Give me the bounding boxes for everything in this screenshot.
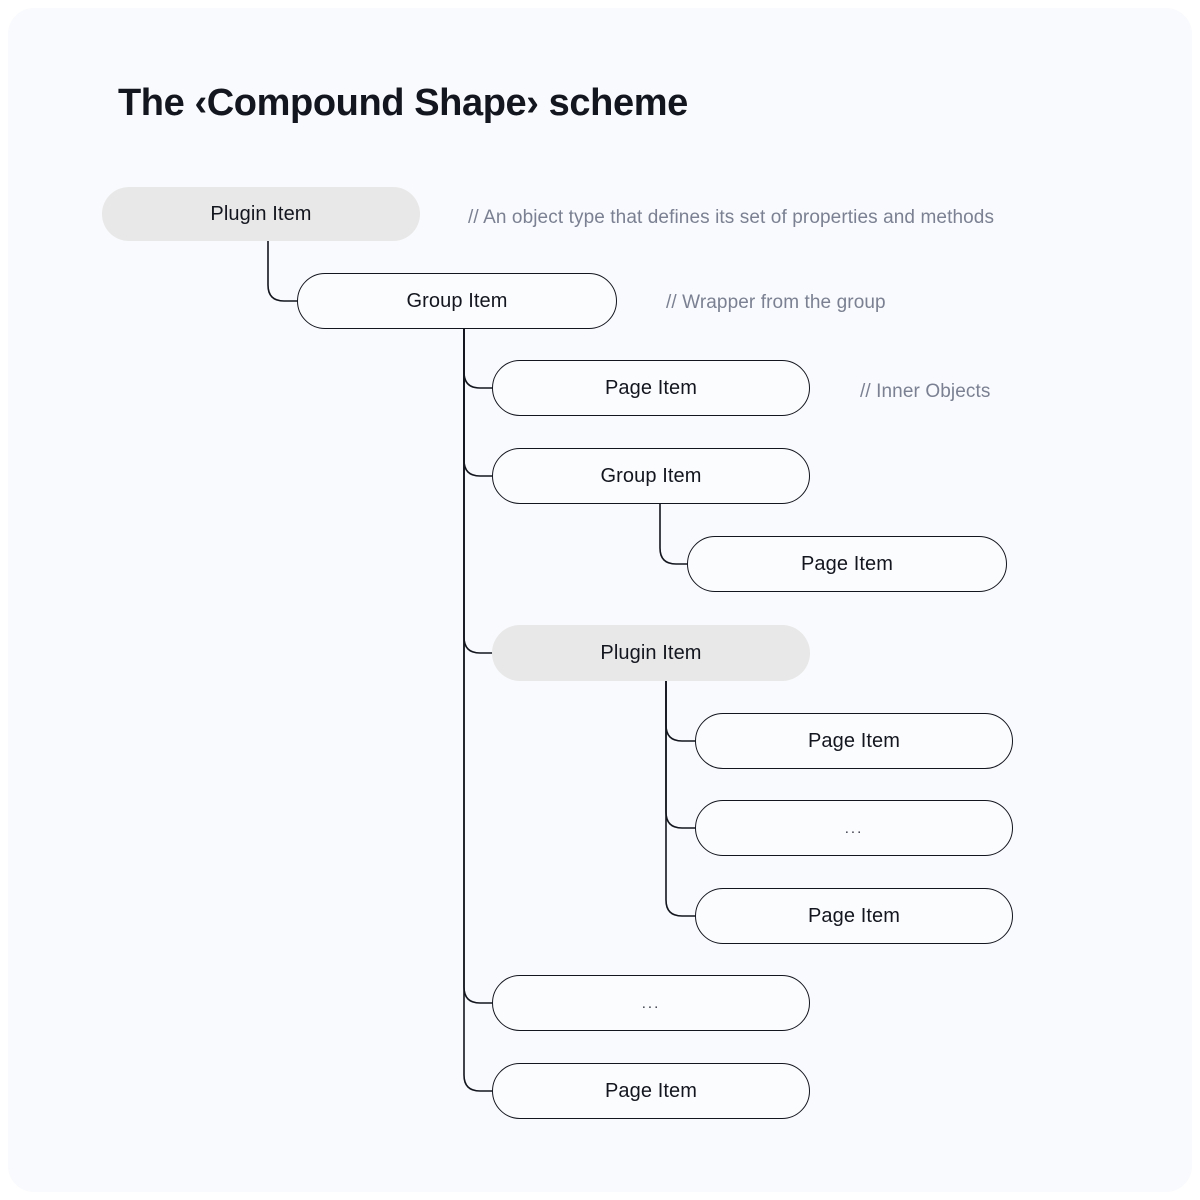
node-group-item[interactable]: Group Item bbox=[492, 448, 810, 504]
node-label: Plugin Item bbox=[210, 202, 312, 225]
node-plugin-item[interactable]: Plugin Item bbox=[102, 187, 420, 241]
node-label: ... bbox=[641, 994, 661, 1012]
connector-n2-to-n4 bbox=[463, 328, 493, 477]
connector-n6-to-n7 bbox=[665, 680, 696, 742]
connector-n2-to-n6 bbox=[463, 328, 493, 654]
page-title: The ‹Compound Shape› scheme bbox=[118, 82, 688, 124]
connector-n6-to-n8 bbox=[665, 680, 696, 829]
node-label: Page Item bbox=[807, 729, 901, 752]
node-page-item[interactable]: Page Item bbox=[492, 360, 810, 416]
connector-n4-to-n5 bbox=[659, 503, 688, 565]
connector-n1-to-n2 bbox=[267, 240, 298, 302]
node-[interactable]: ... bbox=[695, 800, 1013, 856]
node-page-item[interactable]: Page Item bbox=[687, 536, 1007, 592]
comment-c3: // Inner Objects bbox=[860, 381, 991, 402]
node-label: Plugin Item bbox=[600, 641, 702, 664]
comment-c1: // An object type that defines its set o… bbox=[468, 207, 995, 228]
node-label: Page Item bbox=[800, 552, 894, 575]
connector-n6-to-n9 bbox=[665, 680, 696, 917]
node-page-item[interactable]: Page Item bbox=[492, 1063, 810, 1119]
node-label: Group Item bbox=[600, 464, 702, 487]
node-page-item[interactable]: Page Item bbox=[695, 713, 1013, 769]
node-label: ... bbox=[844, 819, 864, 837]
connector-n2-to-n10 bbox=[463, 328, 493, 1004]
node-label: Page Item bbox=[604, 1079, 698, 1102]
node-plugin-item[interactable]: Plugin Item bbox=[492, 625, 810, 681]
connector-n2-to-n11 bbox=[463, 328, 493, 1092]
node-page-item[interactable]: Page Item bbox=[695, 888, 1013, 944]
connector-n2-to-n3 bbox=[463, 328, 493, 389]
node-label: Page Item bbox=[807, 904, 901, 927]
comment-c2: // Wrapper from the group bbox=[666, 292, 886, 313]
node-[interactable]: ... bbox=[492, 975, 810, 1031]
node-label: Page Item bbox=[604, 376, 698, 399]
node-label: Group Item bbox=[406, 289, 508, 312]
node-group-item[interactable]: Group Item bbox=[297, 273, 617, 329]
